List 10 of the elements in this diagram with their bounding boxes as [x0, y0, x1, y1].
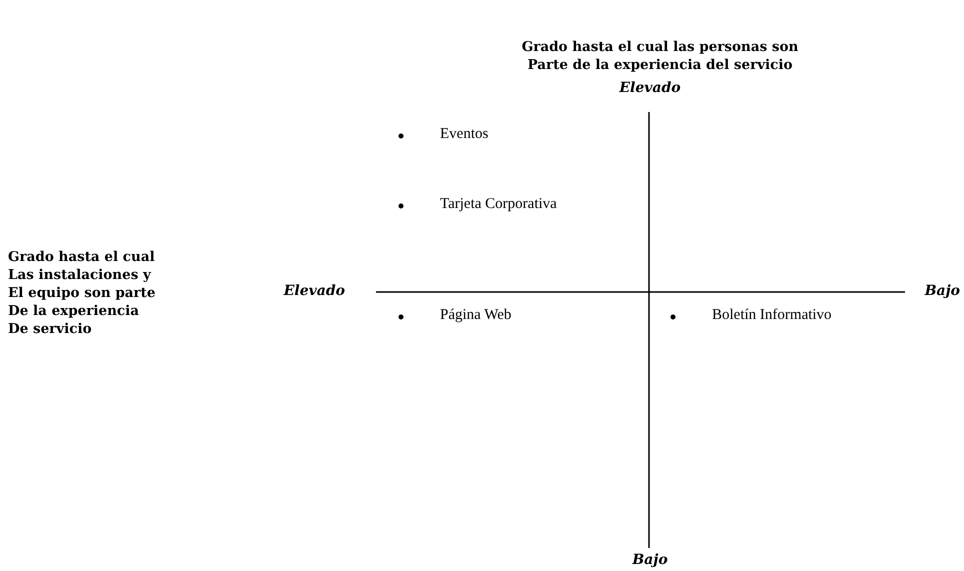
list-item-text: Eventos — [440, 126, 488, 143]
list-item-text: Boletín Informativo — [712, 307, 832, 324]
axis-title: Grado hasta el cual Las instalaciones y El equipo son parte De la experiencia De servicio — [8, 248, 156, 338]
list-item-text: Tarjeta Corporativa — [440, 196, 557, 213]
axis-end-label: Elevado — [618, 80, 682, 96]
axis-end-label: Bajo — [924, 283, 960, 299]
axis-end-label: Bajo — [631, 552, 669, 568]
axis-title: Grado hasta el cual las personas son Parte de la experiencia del servicio — [520, 38, 800, 74]
list-item-text: Página Web — [440, 307, 512, 324]
axis-end-label: Elevado — [282, 283, 345, 299]
